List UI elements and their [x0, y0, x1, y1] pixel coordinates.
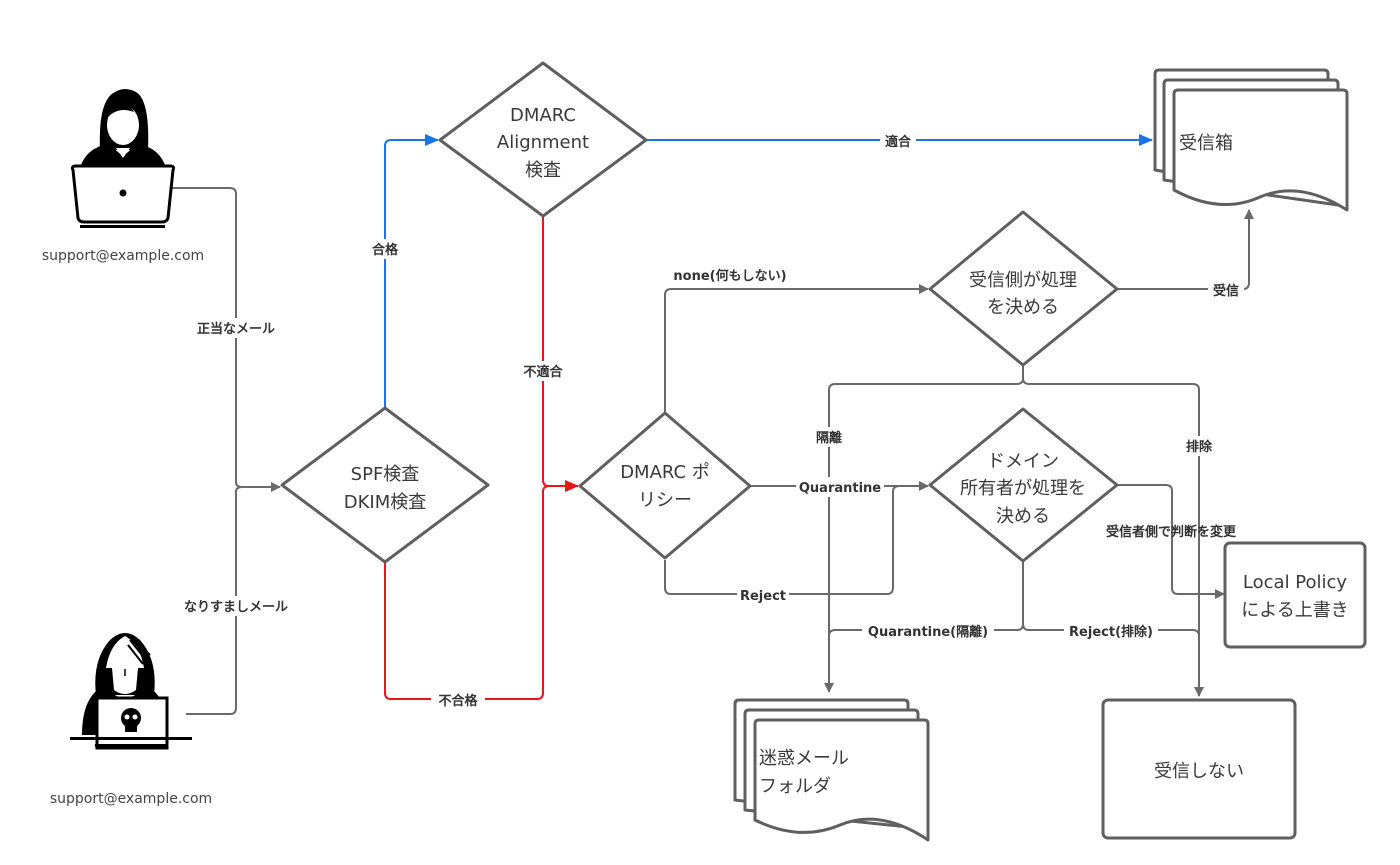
owner-label-3: 決める: [996, 506, 1050, 527]
spam-folder-label-2: フォルダ: [759, 776, 831, 797]
spf-check-label: SPF検査: [351, 464, 420, 485]
edge-receiver-receive: [1117, 209, 1254, 290]
edge-label-exclude: 排除: [1181, 436, 1217, 456]
edge-label-override: 受信者側で判断を変更: [1106, 524, 1237, 540]
svg-text:合格: 合格: [372, 242, 399, 258]
policy-label-1: DMARC ポ: [620, 462, 710, 483]
edge-label-reject-jp: Reject(排除): [1064, 621, 1158, 641]
edge-label-fail: 不合格: [431, 690, 485, 710]
spoofer-sender-email: support@example.com: [50, 791, 212, 807]
edge-policy-none: [664, 284, 929, 412]
alignment-label-2: Alignment: [497, 132, 589, 153]
inbox-node[interactable]: 受信箱: [1153, 68, 1349, 212]
edge-label-not-aligned: 不適合: [516, 361, 570, 381]
edge-label-aligned: 適合: [880, 131, 916, 151]
svg-text:Quarantine: Quarantine: [799, 481, 881, 496]
policy-label-2: リシー: [638, 490, 692, 511]
receiver-label-1: 受信側が処理: [969, 270, 1077, 291]
svg-text:不適合: 不適合: [523, 364, 563, 380]
alignment-label-3: 検査: [525, 160, 561, 181]
person-laptop-icon: [70, 89, 176, 228]
inbox-label: 受信箱: [1179, 133, 1233, 154]
local-policy-label-2: による上書き: [1241, 600, 1348, 621]
edge-receiver-exclude: [1022, 377, 1204, 697]
spam-folder-node[interactable]: 迷惑メール フォルダ: [733, 698, 930, 842]
edge-label-pass: 合格: [367, 239, 403, 259]
edge-policy-reject: [664, 485, 900, 595]
local-policy-label-1: Local Policy: [1243, 572, 1347, 593]
edge-spf-fail: [384, 485, 550, 700]
svg-text:none(何もしない): none(何もしない): [673, 268, 786, 284]
dkim-check-label: DKIM検査: [344, 492, 427, 513]
not-received-label: 受信しない: [1154, 761, 1244, 782]
edge-label-legit-mail: 正当なメール: [186, 318, 286, 338]
local-policy-node[interactable]: Local Policy による上書き: [1223, 541, 1367, 649]
legit-sender-email: support@example.com: [42, 248, 204, 264]
svg-text:適合: 適合: [885, 134, 912, 150]
edge-label-quarantine: Quarantine: [796, 477, 884, 497]
svg-text:正当なメール: 正当なメール: [197, 321, 275, 337]
spam-folder-label-1: 迷惑メール: [759, 748, 849, 769]
svg-text:不合格: 不合格: [438, 693, 478, 709]
owner-label-2: 所有者が処理を: [960, 478, 1086, 499]
edge-label-isolate: 隔離: [811, 427, 847, 447]
svg-text:Reject: Reject: [740, 589, 786, 604]
edge-label-receive: 受信: [1208, 280, 1244, 300]
edge-alignment-fail: [542, 216, 579, 492]
svg-text:排除: 排除: [1186, 439, 1213, 455]
edge-spf-pass: [384, 134, 439, 407]
hacker-laptop-icon: [70, 633, 192, 750]
edge-label-spoofed-mail: なりすましメール: [172, 596, 300, 616]
svg-text:Quarantine(隔離): Quarantine(隔離): [868, 624, 988, 640]
dmarc-alignment-node[interactable]: DMARC Alignment 検査: [438, 61, 648, 218]
svg-text:Reject(排除): Reject(排除): [1069, 624, 1153, 640]
svg-text:隔離: 隔離: [816, 430, 842, 446]
svg-text:なりすましメール: なりすましメール: [184, 600, 288, 615]
edge-label-none: none(何もしない): [673, 268, 786, 284]
alignment-label-1: DMARC: [510, 105, 576, 126]
edge-label-reject: Reject: [737, 585, 789, 605]
svg-text:受信: 受信: [1213, 283, 1239, 299]
svg-text:受信者側で判断を変更: 受信者側で判断を変更: [1106, 524, 1237, 540]
dmarc-policy-node[interactable]: DMARC ポ リシー: [578, 411, 752, 560]
owner-label-1: ドメイン: [987, 451, 1059, 472]
edge-label-quarantine-jp: Quarantine(隔離): [862, 621, 994, 641]
receiver-label-2: を決める: [987, 297, 1059, 318]
not-received-node[interactable]: 受信しない: [1101, 698, 1297, 840]
receiver-decides-node[interactable]: 受信側が処理 を決める: [928, 210, 1119, 367]
owner-decides-node[interactable]: ドメイン 所有者が処理を 決める: [928, 407, 1119, 563]
edge-owner-override: [1118, 484, 1225, 599]
spf-dkim-check-node[interactable]: SPF検査 DKIM検査: [280, 406, 490, 564]
edge-spoofer-to-spf: [186, 486, 243, 715]
